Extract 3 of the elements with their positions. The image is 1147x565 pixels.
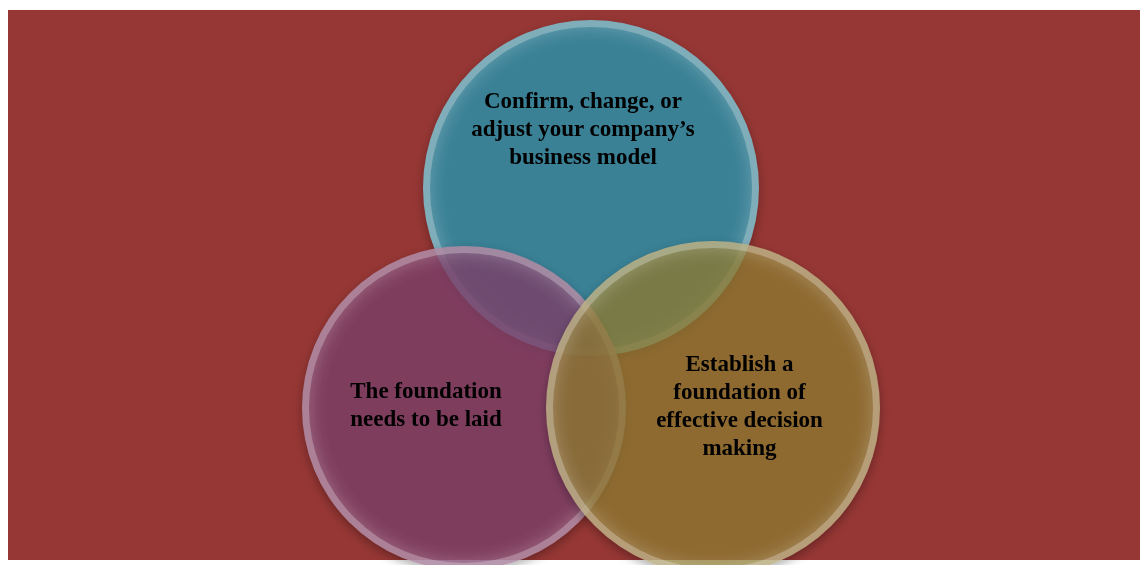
circle-label: The foundation needs to be laid (349, 377, 503, 433)
circle-label: Establish a foundation of effective decision making (655, 350, 824, 462)
circle-label: Confirm, change, or adjust your company’s business model (470, 87, 696, 171)
